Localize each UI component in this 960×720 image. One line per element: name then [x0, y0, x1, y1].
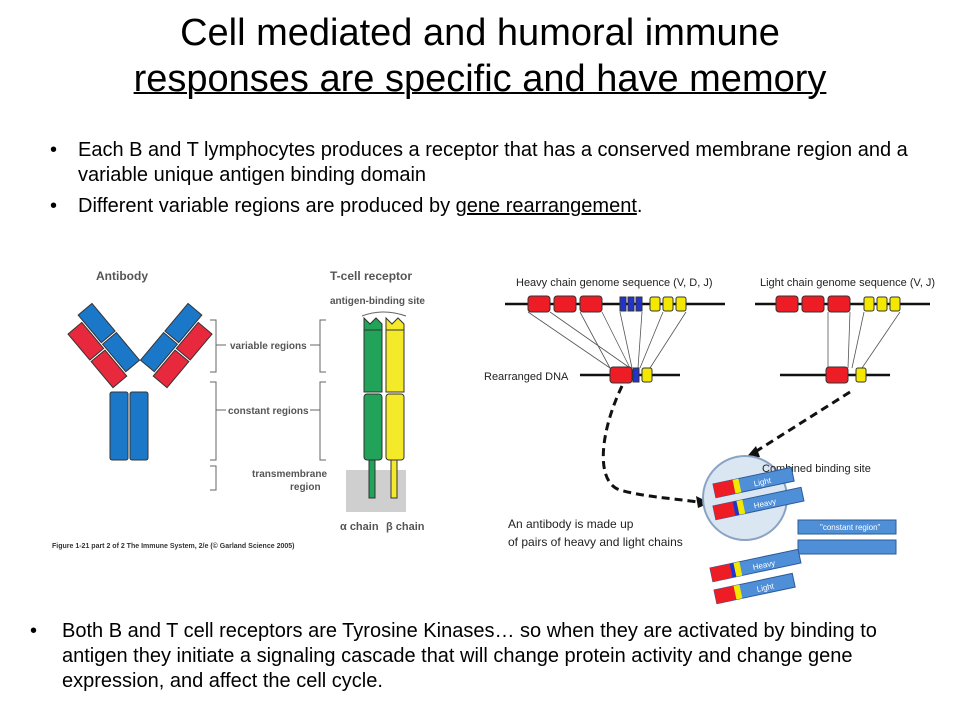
beta-chain-label: β chain: [386, 521, 425, 533]
bullet-dot: •: [50, 195, 58, 217]
light-label-upper: Light: [753, 476, 773, 489]
light-dashed-arrow: [754, 390, 851, 454]
variable-regions-label: variable regions: [230, 341, 307, 352]
light-chain-title: Light chain genome sequence (V, J): [760, 277, 935, 289]
tcr-label: T-cell receptor: [330, 269, 412, 283]
light-gene-segments: [775, 295, 901, 313]
title-line-2: responses are specific and have memory: [133, 58, 827, 100]
bullet-variable-post: .: [636, 195, 643, 217]
bullet-dot: •: [30, 620, 38, 642]
constant-regions-label: constant regions: [228, 406, 309, 417]
figure-caption: Figure 1-21 part 2 of 2 The Immune Syste…: [52, 542, 294, 550]
antibody-shape: [67, 302, 213, 461]
rearranged-dna-label: Rearranged DNA: [484, 371, 569, 383]
heavy-dashed-arrow: [601, 385, 699, 504]
bullet-variable-regions: • Different variable regions are produce…: [50, 194, 910, 219]
slide-title: Cell mediated and humoral immune respons…: [0, 10, 960, 102]
gene-rearrangement-link[interactable]: gene rearrangement: [455, 195, 637, 217]
alpha-chain-label: α chain: [340, 521, 379, 533]
antibody-upper-chains: Light Heavy: [712, 466, 805, 521]
bottom-bullet-list: • Both B and T cell receptors are Tyrosi…: [30, 619, 910, 700]
title-line-1: Cell mediated and humoral immune: [180, 12, 780, 54]
heavy-gene-segments: [527, 295, 687, 313]
bullet-tyrosine-kinases-text: Both B and T cell receptors are Tyrosine…: [62, 620, 877, 692]
light-label-lower: Light: [756, 581, 776, 594]
tcr-shape: [361, 311, 407, 499]
transmembrane-label-1: transmembrane: [252, 469, 327, 480]
binding-site-label: antigen-binding site: [330, 296, 425, 307]
antibody-tcr-diagram: Antibody T-cell receptor antigen-binding…: [52, 269, 425, 550]
bullet-receptor-text: Each B and T lymphocytes produces a rece…: [78, 139, 908, 186]
constant-region-bar-2: [797, 539, 897, 555]
constant-region-label: "constant region": [820, 523, 881, 532]
rearranged-light-dna: [825, 366, 867, 384]
bullet-dot: •: [50, 139, 58, 161]
top-bullet-list: • Each B and T lymphocytes produces a re…: [50, 138, 910, 225]
transmembrane-label-2: region: [290, 482, 321, 493]
region-brackets: [210, 319, 326, 491]
antibody-pairs-line-2: of pairs of heavy and light chains: [508, 535, 683, 549]
antibody-lower-chains: Heavy Light: [709, 548, 802, 605]
antibody-pairs-line-1: An antibody is made up: [508, 517, 634, 531]
gene-rearrangement-diagram: Heavy chain genome sequence (V, D, J) Li…: [484, 277, 935, 605]
gene-rearrangement-figure: Heavy chain genome sequence (V, D, J) Li…: [470, 262, 960, 607]
heavy-chain-title: Heavy chain genome sequence (V, D, J): [516, 277, 712, 289]
antibody-label: Antibody: [96, 269, 148, 283]
constant-region-bar-1: [797, 519, 897, 535]
rearrangement-lines: [527, 311, 901, 369]
bullet-receptor: • Each B and T lymphocytes produces a re…: [50, 138, 910, 188]
bullet-tyrosine-kinases: • Both B and T cell receptors are Tyrosi…: [30, 619, 910, 694]
rearranged-heavy-dna: [609, 366, 653, 384]
antibody-tcr-figure: Antibody T-cell receptor antigen-binding…: [40, 262, 440, 562]
bullet-variable-pre: Different variable regions are produced …: [78, 195, 456, 217]
